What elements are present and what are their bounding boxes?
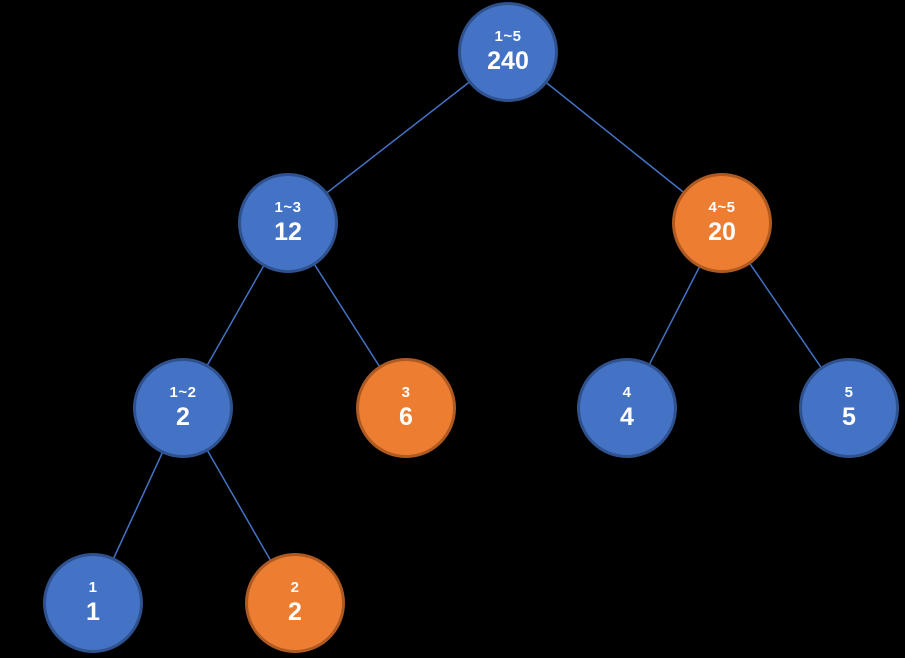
node-range-label: 2 — [290, 579, 300, 597]
tree-node-1-3: 1~3 12 — [238, 173, 338, 273]
node-value-label: 12 — [274, 218, 302, 246]
tree-node-1: 1 1 — [43, 553, 143, 653]
tree-node-2: 2 2 — [245, 553, 345, 653]
node-range-label: 4 — [622, 384, 632, 402]
node-value-label: 240 — [487, 47, 529, 75]
node-value-label: 1 — [86, 598, 100, 626]
node-value-label: 20 — [708, 218, 736, 246]
node-value-label: 2 — [288, 598, 302, 626]
node-value-label: 6 — [399, 403, 413, 431]
tree-node-4-5: 4~5 20 — [672, 173, 772, 273]
node-range-label: 1~3 — [274, 199, 302, 217]
tree-node-3: 3 6 — [356, 358, 456, 458]
tree-node-1-5: 1~5 240 — [458, 2, 558, 102]
tree-node-5: 5 5 — [799, 358, 899, 458]
node-value-label: 5 — [842, 403, 856, 431]
node-range-label: 4~5 — [708, 199, 736, 217]
node-range-label: 1 — [88, 579, 98, 597]
tree-node-1-2: 1~2 2 — [133, 358, 233, 458]
node-value-label: 2 — [176, 403, 190, 431]
tree-node-4: 4 4 — [577, 358, 677, 458]
node-range-label: 1~2 — [169, 384, 197, 402]
node-range-label: 5 — [844, 384, 854, 402]
node-value-label: 4 — [620, 403, 634, 431]
node-range-label: 1~5 — [494, 28, 522, 46]
node-range-label: 3 — [401, 384, 411, 402]
